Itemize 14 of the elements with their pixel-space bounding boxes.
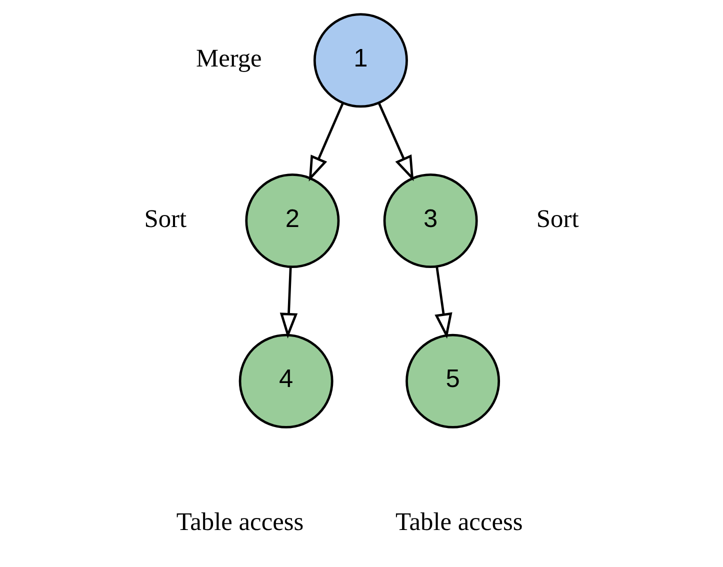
arrow — [378, 102, 414, 182]
node-circle: 1 — [313, 13, 408, 108]
arrow — [280, 266, 298, 338]
node-label: Sort — [144, 204, 187, 233]
node-circle: 2 — [245, 174, 340, 268]
node-circle: 4 — [238, 334, 334, 428]
node-label: Table access — [176, 508, 304, 536]
arrow — [308, 102, 344, 182]
node-label: Table access — [396, 508, 523, 536]
node-circle: 5 — [406, 334, 500, 428]
node-label: Merge — [196, 44, 262, 72]
node-circle: 3 — [383, 174, 478, 268]
node-label: Sort — [536, 204, 579, 233]
arrow — [434, 266, 452, 339]
